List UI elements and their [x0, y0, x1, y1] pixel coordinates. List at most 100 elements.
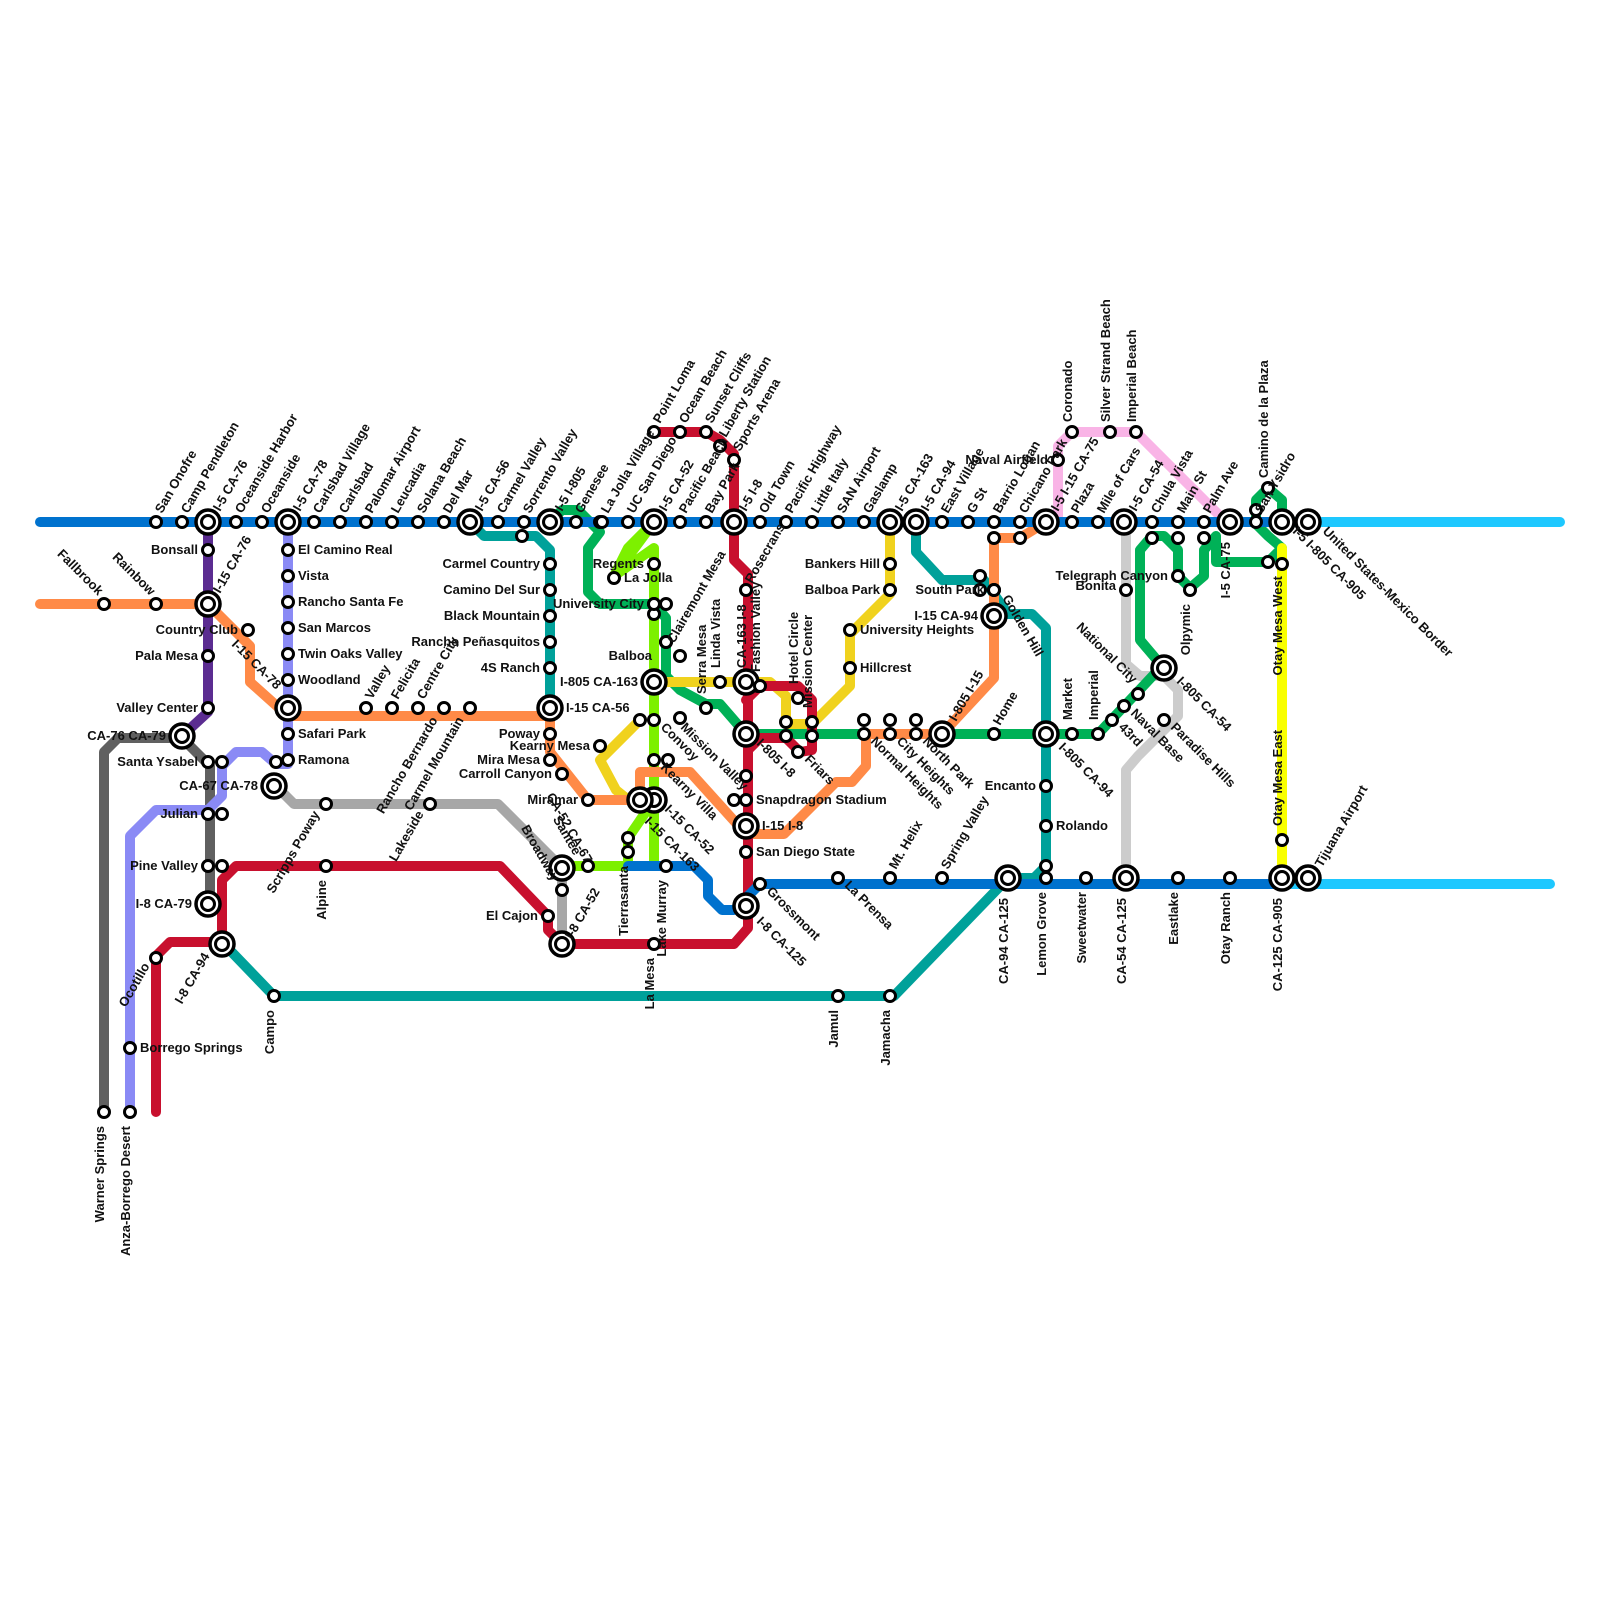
station-regents[interactable]: [647, 557, 661, 571]
station-imperial[interactable]: [1091, 727, 1105, 741]
station-i5-ca52[interactable]: [640, 508, 668, 536]
station-valley-center[interactable]: [201, 701, 215, 715]
station-otay-mesa-west[interactable]: [1275, 557, 1289, 571]
station-hotel-circle[interactable]: [791, 691, 805, 705]
station-mission-center[interactable]: [805, 715, 819, 729]
station-i5-ca76[interactable]: [194, 508, 222, 536]
station-friars[interactable]: [791, 745, 805, 759]
station-balboa[interactable]: [659, 635, 673, 649]
station-vista[interactable]: [281, 569, 295, 583]
station-mt-helix[interactable]: [883, 871, 897, 885]
station-bonsall[interactable]: [201, 543, 215, 557]
station-warner-springs[interactable]: [97, 1105, 111, 1119]
station-i8-ca125[interactable]: [732, 892, 760, 920]
station-marker[interactable]: [215, 859, 229, 873]
station-julian[interactable]: [201, 807, 215, 821]
station-ocean-beach[interactable]: [673, 425, 687, 439]
station-marker[interactable]: [621, 831, 635, 845]
station-silver-strand-beach[interactable]: [1103, 425, 1117, 439]
station-borrego-springs[interactable]: [123, 1041, 137, 1055]
station-broadway[interactable]: [555, 883, 569, 897]
station-kearny-villa[interactable]: [647, 753, 661, 767]
station-rancho-penasquitos[interactable]: [543, 635, 557, 649]
station-telegraph-canyon[interactable]: [1171, 569, 1185, 583]
station-ca54-ca125[interactable]: [1112, 864, 1140, 892]
station-marker[interactable]: [1197, 531, 1211, 545]
station-encanto[interactable]: [1039, 779, 1053, 793]
station-valley[interactable]: [359, 701, 373, 715]
station-i15-ca56[interactable]: [536, 694, 564, 722]
station-imperial-beach[interactable]: [1129, 425, 1143, 439]
station-camino-del-sur[interactable]: [543, 583, 557, 597]
station-la-prensa[interactable]: [831, 871, 845, 885]
station-del-mar[interactable]: [437, 515, 451, 529]
station-i805-ca54[interactable]: [1150, 654, 1178, 682]
station-miramar[interactable]: [581, 793, 595, 807]
station-liberty-station[interactable]: [713, 439, 727, 453]
station-olpymic[interactable]: [1183, 583, 1197, 597]
station-marker[interactable]: [1013, 531, 1027, 545]
station-otay-mesa-east[interactable]: [1275, 833, 1289, 847]
station-i8-ca79[interactable]: [194, 890, 222, 918]
station-la-mesa[interactable]: [647, 937, 661, 951]
station-plaza[interactable]: [1065, 515, 1079, 529]
station-santee[interactable]: [581, 859, 595, 873]
station-woodland[interactable]: [281, 673, 295, 687]
station-ca94-ca125[interactable]: [994, 864, 1022, 892]
station-el-cajon[interactable]: [541, 909, 555, 923]
station-marker[interactable]: [779, 729, 793, 743]
station-marker[interactable]: [215, 807, 229, 821]
station-camp-pendleton[interactable]: [175, 515, 189, 529]
station-spring-valley[interactable]: [935, 871, 949, 885]
station-marker[interactable]: [661, 753, 675, 767]
station-fashion-valley[interactable]: [753, 679, 767, 693]
station-sorrento-valley[interactable]: [517, 515, 531, 529]
station-rainbow[interactable]: [149, 597, 163, 611]
station-marker[interactable]: [215, 755, 229, 769]
station-san-ysidro[interactable]: [1249, 515, 1263, 529]
station-main-st[interactable]: [1171, 515, 1185, 529]
station-city-heights[interactable]: [883, 727, 897, 741]
station-poway[interactable]: [543, 727, 557, 741]
station-paradise-hills[interactable]: [1157, 713, 1171, 727]
station-country-club[interactable]: [241, 623, 255, 637]
station-i805-i15[interactable]: [928, 720, 956, 748]
station-university-heights[interactable]: [843, 623, 857, 637]
station-twin-oaks-valley[interactable]: [281, 647, 295, 661]
station-marker[interactable]: [673, 649, 687, 663]
station-carmel-country[interactable]: [543, 557, 557, 571]
station-pala-mesa[interactable]: [201, 649, 215, 663]
station-i8-ca94[interactable]: [208, 930, 236, 958]
station-i5-ca78[interactable]: [274, 508, 302, 536]
station-fallbrook[interactable]: [97, 597, 111, 611]
station-oceanside-harbor[interactable]: [229, 515, 243, 529]
station-bay-park[interactable]: [699, 515, 713, 529]
station-ramona[interactable]: [281, 753, 295, 767]
station-felicita[interactable]: [385, 701, 399, 715]
station-marker[interactable]: [515, 529, 529, 543]
station-i805-ca94[interactable]: [1032, 720, 1060, 748]
station-coronado[interactable]: [1065, 425, 1079, 439]
station-chula-vista[interactable]: [1145, 515, 1159, 529]
station-carmel-mountain[interactable]: [463, 701, 477, 715]
station-normal-heights[interactable]: [857, 727, 871, 741]
station-national-city[interactable]: [1131, 687, 1145, 701]
station-camino-de-la-plaza[interactable]: [1261, 481, 1275, 495]
station-chicano-park[interactable]: [1013, 515, 1027, 529]
station-east-village[interactable]: [935, 515, 949, 529]
station-otay-ranch[interactable]: [1223, 871, 1237, 885]
station-carroll-canyon[interactable]: [555, 767, 569, 781]
station-centre-city[interactable]: [411, 701, 425, 715]
station-i5-i8[interactable]: [720, 508, 748, 536]
station-tijuana-airport[interactable]: [1294, 864, 1322, 892]
station-carlsbad[interactable]: [333, 515, 347, 529]
station-tierrasanta[interactable]: [621, 845, 635, 859]
station-marker[interactable]: [1145, 531, 1159, 545]
station-i15-ca76[interactable]: [194, 590, 222, 618]
station-i15-ca163[interactable]: [626, 786, 654, 814]
station-carmel-valley[interactable]: [491, 515, 505, 529]
station-marker[interactable]: [633, 713, 647, 727]
station-carlsbad-village[interactable]: [307, 515, 321, 529]
station-eastlake[interactable]: [1171, 871, 1185, 885]
station-marker[interactable]: [779, 715, 793, 729]
